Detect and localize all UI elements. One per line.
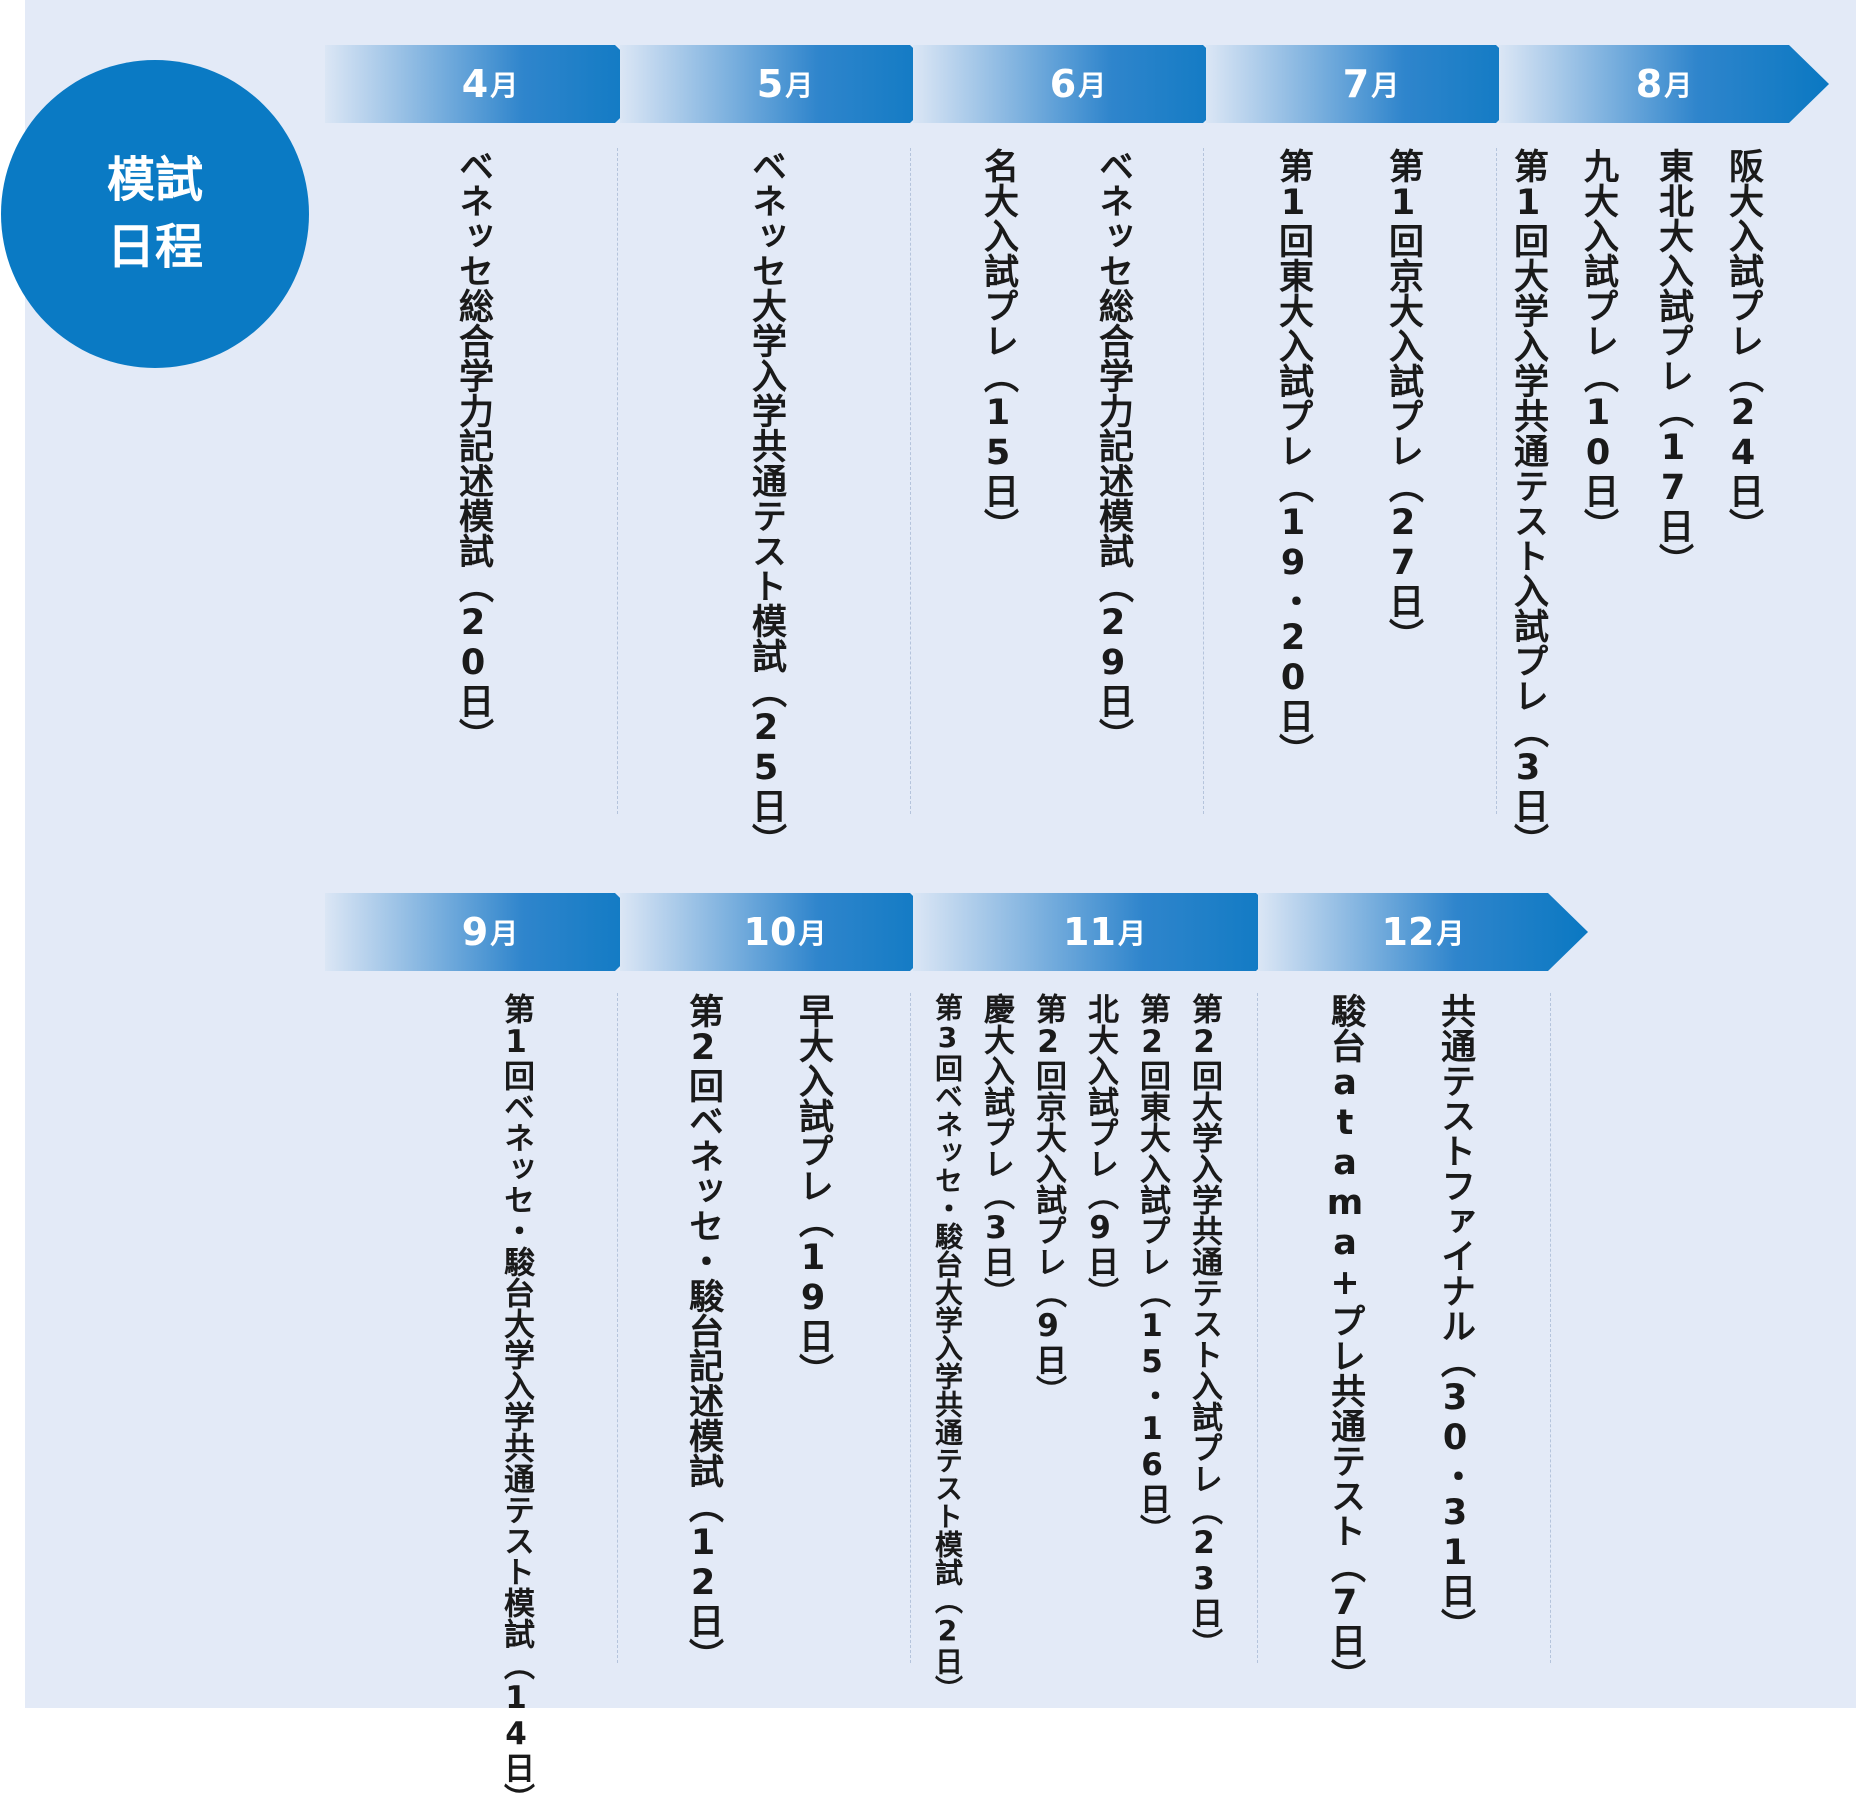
schedule-badge: 模試 日程	[1, 60, 309, 368]
column-divider	[1550, 993, 1551, 1663]
month-number: 9	[461, 910, 489, 954]
event-aug-4: 第1回大学入学共通テスト入試プレ（3日）	[1508, 148, 1548, 858]
month-number: 8	[1635, 62, 1663, 106]
month-number: 11	[1063, 910, 1116, 954]
event-nov-3: 北大入試プレ（9日）	[1082, 993, 1118, 1308]
event-may-1: ベネッセ大学入学共通テスト模試（25日）	[746, 148, 786, 858]
badge-line-1: 模試	[106, 151, 203, 208]
month-unit: 月	[1436, 917, 1465, 950]
column-divider	[1496, 148, 1497, 814]
month-number: 12	[1381, 910, 1435, 954]
column-divider	[617, 993, 618, 1663]
event-nov-1: 第2回大学入学共通テスト入試プレ（23日）	[1186, 993, 1222, 1659]
month-unit: 月	[1117, 917, 1146, 950]
month-unit: 月	[1371, 69, 1400, 102]
column-divider	[617, 148, 618, 814]
month-number: 4	[461, 62, 489, 106]
month-number: 6	[1049, 62, 1077, 106]
month-number: 10	[743, 910, 797, 954]
month-number: 5	[756, 62, 784, 106]
month-number: 7	[1342, 62, 1370, 106]
month-unit: 月	[785, 69, 814, 102]
month-unit: 月	[490, 917, 519, 950]
badge-line-2: 日程	[106, 219, 203, 275]
event-jun-2: 名大入試プレ（15日）	[978, 148, 1018, 543]
column-divider	[1203, 148, 1204, 814]
column-divider	[910, 993, 911, 1663]
month-unit: 月	[490, 69, 519, 102]
event-jul-1: 第1回京大入試プレ（27日）	[1383, 148, 1423, 653]
event-nov-2: 第2回東大入試プレ（15・16日）	[1134, 993, 1170, 1545]
event-nov-4: 第2回京大入試プレ（9日）	[1030, 993, 1066, 1406]
month-unit: 月	[1078, 69, 1107, 102]
month-unit: 月	[1664, 69, 1693, 102]
month-unit: 月	[798, 917, 827, 950]
event-aug-3: 九大入試プレ（10日）	[1578, 148, 1618, 543]
event-sep-1: 第1回ベネッセ・駿台大学入学共通テスト模試（14日）	[498, 993, 534, 1814]
event-aug-1: 阪大入試プレ（24日）	[1723, 148, 1763, 543]
event-jul-2: 第1回東大入試プレ（19・20日）	[1273, 148, 1313, 768]
event-oct-2: 第2回ベネッセ・駿台記述模試（12日）	[683, 993, 723, 1673]
event-jun-1: ベネッセ総合学力記述模試（29日）	[1093, 148, 1133, 753]
event-dec-2: 駿台atama+プレ共通テスト（7日）	[1325, 993, 1365, 1693]
event-aug-2: 東北大入試プレ（17日）	[1653, 148, 1693, 578]
event-nov-5: 慶大入試プレ（3日）	[978, 993, 1014, 1308]
event-nov-6: 第3回ベネッセ・駿台大学入学共通テスト模試（2日）	[931, 993, 964, 1703]
column-divider	[1257, 993, 1258, 1663]
event-dec-1: 共通テストファイナル（30・31日）	[1435, 993, 1475, 1643]
event-oct-1: 早大入試プレ（19日）	[793, 993, 833, 1388]
column-divider	[910, 148, 911, 814]
event-apr-1: ベネッセ総合学力記述模試（20日）	[453, 148, 493, 753]
